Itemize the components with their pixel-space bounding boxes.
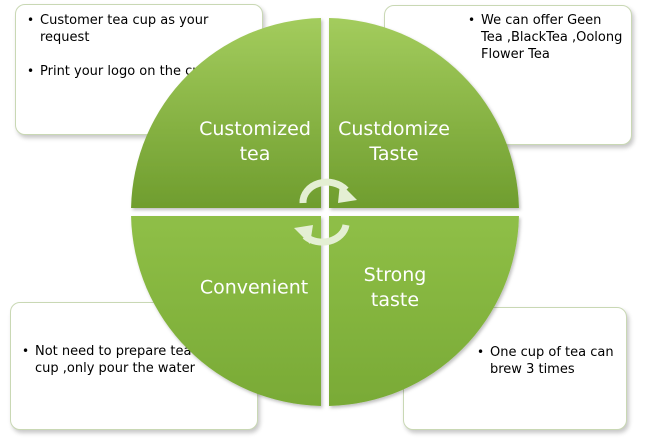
callout-top-right-list: We can offer Geen Tea ,BlackTea ,Oolong … (463, 12, 623, 63)
cycle-arrows-icon (294, 178, 357, 246)
label-line: taste (370, 289, 420, 311)
quadrant-label-strong-taste: Strong taste (364, 263, 427, 313)
quadrant-bottom-left (131, 216, 321, 406)
callout-bullet: One cup of tea can brew 3 times (477, 344, 620, 378)
callout-bottom-right-list: One cup of tea can brew 3 times (476, 344, 620, 378)
label-line: Convenient (199, 276, 309, 299)
quadrant-top-right (329, 18, 519, 208)
quadrant-top-left (131, 18, 321, 208)
quadrant-label-custdomize-taste: Custdomize Taste (338, 117, 450, 167)
label-line: Custdomize (338, 118, 450, 140)
callout-bullet: We can offer Geen Tea ,BlackTea ,Oolong … (468, 12, 623, 63)
quadrant-label-convenient: Convenient (200, 276, 308, 301)
callout-bullet: Print your logo on the cup (27, 63, 256, 80)
label-line: Taste (369, 143, 419, 165)
callout-top-right: We can offer Geen Tea ,BlackTea ,Oolong … (384, 5, 632, 145)
callout-top-left-list: Customer tea cup as your request Print y… (22, 12, 256, 80)
callout-bottom-right: One cup of tea can brew 3 times (403, 307, 627, 430)
callout-bullet: Customer tea cup as your request (27, 12, 256, 46)
quadrant-bottom-right (329, 216, 519, 406)
label-line: tea (239, 143, 271, 165)
label-line: Strong (363, 264, 427, 286)
label-line: Customized (199, 118, 311, 140)
quadrant-label-customized-tea: Customized tea (199, 117, 311, 167)
